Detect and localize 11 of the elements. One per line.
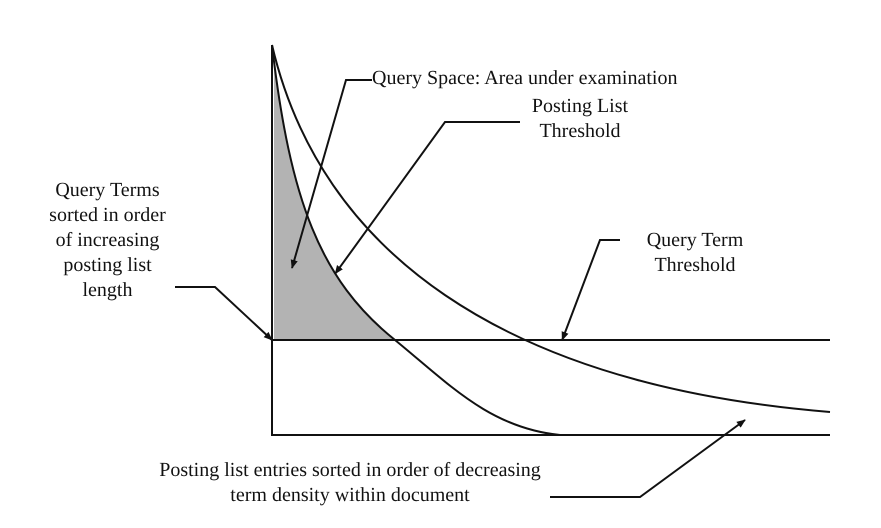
- leader-line: [290, 79, 372, 269]
- leader-line: [561, 239, 620, 341]
- leader-line: [550, 419, 746, 498]
- annotation-text: Query Terms sorted in order of increasing posting list length: [40, 178, 175, 303]
- annotation-text: Query Space: Area under examination: [372, 66, 678, 91]
- leader-line: [175, 286, 273, 341]
- leader-line: [334, 121, 520, 274]
- threshold-line: [272, 339, 830, 341]
- annotation-text: Posting list entries sorted in order of decreasing term density within document: [150, 458, 550, 508]
- annotation-text: Query Term Threshold: [620, 228, 770, 278]
- annotation-text: Posting List Threshold: [520, 94, 640, 144]
